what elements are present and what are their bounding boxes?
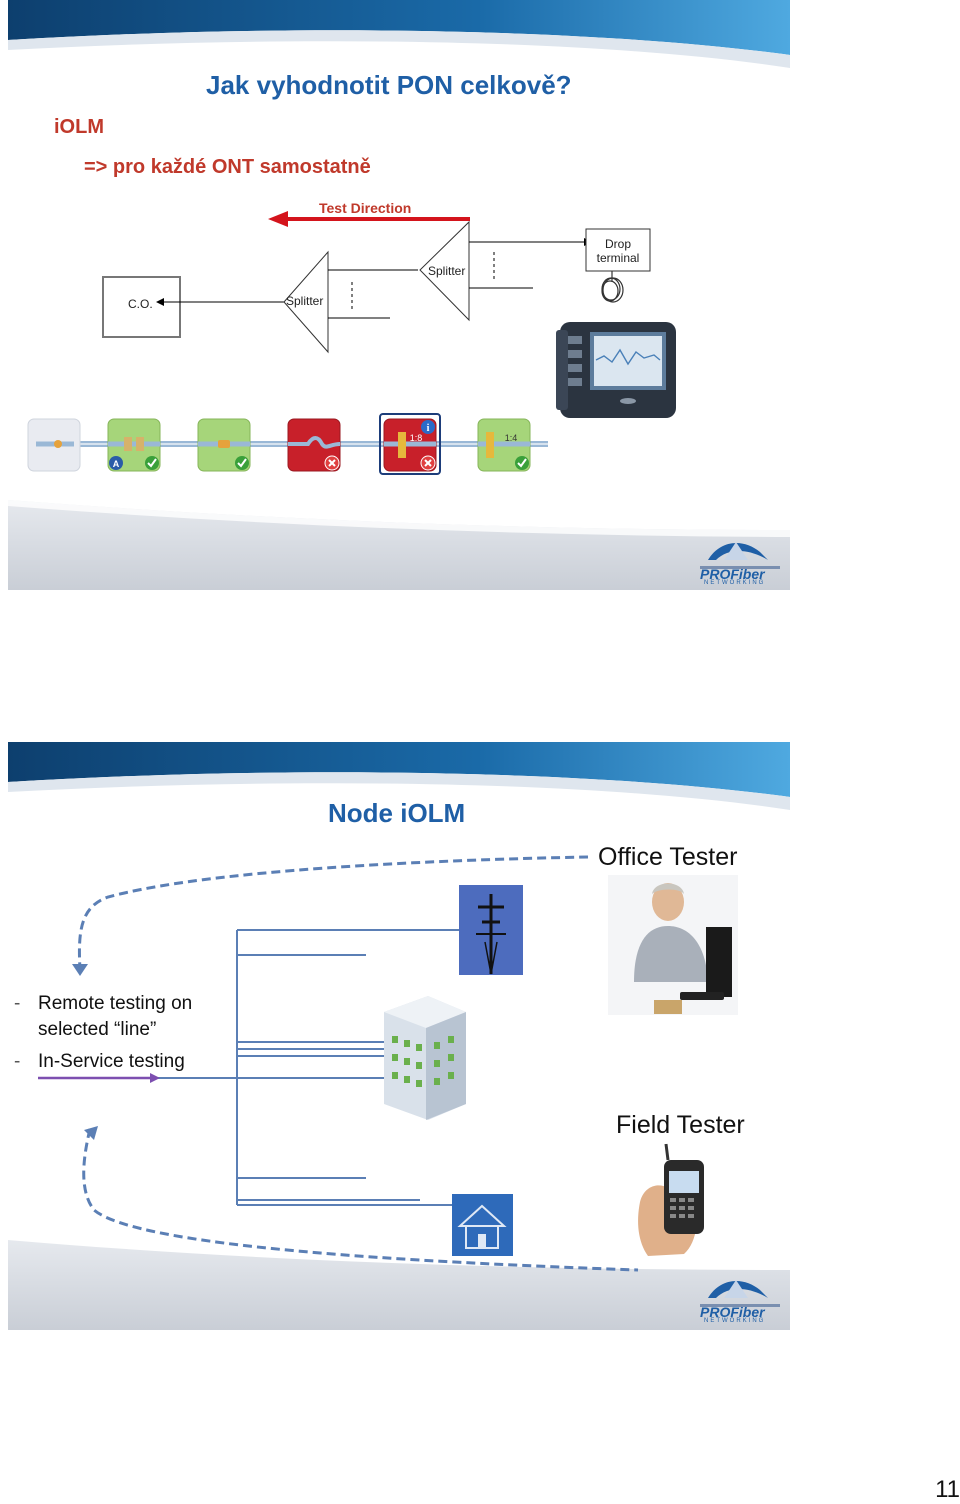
svg-text:1:4: 1:4 (505, 433, 518, 443)
logo-subtext: NETWORKING (704, 580, 766, 586)
bullet-text: In-Service testing (38, 1051, 185, 1072)
drop-terminal-label: Drop terminal (596, 237, 640, 265)
footer-band (8, 500, 790, 590)
link-element-tile-5: 1:4 (477, 418, 531, 472)
page-number: 11 (935, 1476, 960, 1503)
logo-subtext: NETWORKING (704, 1318, 766, 1324)
splitter-2-shape (419, 220, 470, 322)
co-label: C.O. (128, 297, 153, 311)
slide-1-background: A 1:8 i (8, 0, 790, 590)
logo-text: PROFiber (700, 1304, 765, 1320)
profiber-logo (700, 1280, 780, 1307)
link-element-tile-1: A (107, 418, 161, 472)
office-tester-photo (608, 875, 738, 1015)
splitter-1-shape (283, 250, 329, 354)
profiber-logo (700, 542, 780, 569)
slide-2-title: Node iOLM (328, 798, 466, 828)
header-swoosh (8, 0, 790, 55)
drop-terminal-box (585, 228, 651, 272)
footer-band (8, 1240, 790, 1330)
link-element-tile-4: 1:8 i (379, 413, 441, 475)
page-title: Jak vyhodnotit PON celkově? (206, 70, 572, 100)
office-tester-label: Office Tester (598, 843, 738, 871)
otdr-device-icon (556, 322, 676, 418)
side-label: iOLM (54, 116, 104, 138)
svg-text:i: i (427, 423, 430, 434)
header-swoosh (8, 742, 790, 797)
splitter-2-label: Splitter (428, 264, 466, 278)
field-tester-label: Field Tester (616, 1111, 745, 1139)
subtitle: => pro každé ONT samostatně (84, 156, 371, 178)
splitter-1-label: Splitter (286, 294, 324, 308)
slide-2-background (8, 742, 790, 1330)
header-swoosh-shadow (8, 30, 790, 68)
link-element-tile-2 (197, 418, 251, 472)
bullet-list: - Remote testing on selected “line” - In… (14, 991, 214, 1075)
link-element-tile-0 (27, 418, 81, 472)
logo-text: PROFiber (700, 566, 765, 582)
slide-2: Node iOLM Office Tester Field Tester - R… (8, 742, 790, 1330)
field-path-arrow (82, 1128, 639, 1272)
network-tree (38, 929, 460, 1206)
bullet-dash: - (14, 1051, 21, 1072)
bullet-dash: - (14, 993, 21, 1014)
field-tester-photo (638, 1143, 704, 1256)
test-direction-label: Test Direction (319, 200, 412, 216)
building-icon (384, 996, 466, 1120)
bullet-item: - Remote testing on selected “line” (14, 991, 214, 1043)
slide-1: A 1:8 i (8, 0, 790, 590)
svg-text:1:8: 1:8 (410, 433, 423, 443)
bullet-text: Remote testing on selected “line” (38, 993, 193, 1040)
fiber-coil-icon (601, 271, 624, 303)
house-icon (452, 1194, 513, 1256)
bullet-item: - In-Service testing (14, 1049, 214, 1075)
svg-text:A: A (113, 459, 120, 469)
footer-highlight (8, 500, 790, 537)
remote-path-arrow (77, 855, 589, 971)
link-element-tile-3 (287, 418, 341, 472)
pon-diagram (102, 211, 651, 354)
cell-tower-icon (459, 885, 523, 975)
co-box (102, 276, 181, 338)
header-swoosh-shadow (8, 772, 790, 810)
